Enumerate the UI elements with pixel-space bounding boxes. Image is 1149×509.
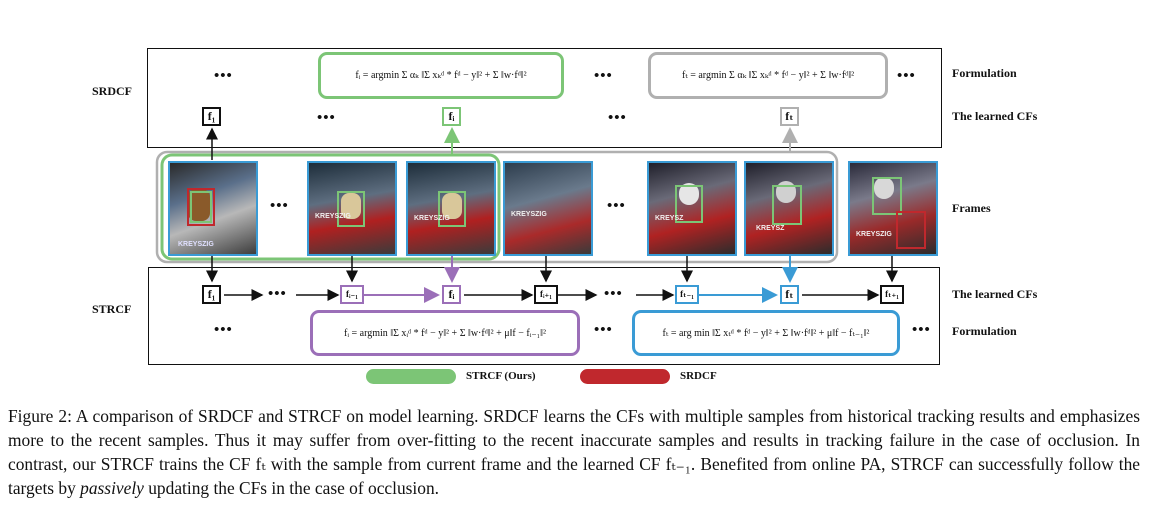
target-object: [341, 193, 361, 219]
strcf-cf-t-plus-1: fₜ₊₁: [880, 285, 904, 304]
legend-label-srdcf: SRDCF: [680, 370, 717, 382]
frame-text: KREYSZ: [655, 215, 684, 222]
strcf-cf-t: fₜ: [780, 285, 799, 304]
learned-cfs-label-bottom: The learned CFs: [952, 287, 1038, 301]
frame-text: KREYSZIG: [414, 215, 450, 222]
strcf-cf-i-plus-1: fᵢ₊₁: [534, 285, 558, 304]
frame-text: KREYSZIG: [315, 213, 351, 220]
box-green: [675, 185, 703, 223]
legend-label-strcf: STRCF (Ours): [466, 370, 536, 382]
ellipsis-strcf-1: •••: [268, 286, 287, 302]
target-object: [874, 177, 894, 199]
strcf-cf-1: f₁: [202, 285, 221, 304]
strcf-cf-i-minus-1: fᵢ₋₁: [340, 285, 364, 304]
box-red: [187, 188, 215, 226]
legend-swatch-srdcf: [580, 369, 670, 384]
srdcf-formula-gray: fₜ = argmin Σ αₖ ‖Σ xₖᵈ * fᵈ − y‖² + Σ ‖…: [648, 52, 888, 99]
frame-2: KREYSZIG: [307, 161, 397, 256]
frame-text: KREYSZ: [756, 225, 785, 232]
caption-text-1: Figure 2: A comparison of SRDCF and STRC…: [8, 406, 1140, 498]
box-green: [337, 191, 365, 227]
srdcf-cf-i: fᵢ: [442, 107, 461, 126]
frame-1: KREYSZIG: [168, 161, 258, 256]
box-green: [190, 191, 212, 223]
srdcf-label: SRDCF: [92, 84, 133, 98]
formulation-label-bottom: Formulation: [952, 324, 1017, 338]
srdcf-cf-t: fₜ: [780, 107, 799, 126]
frame-text: KREYSZIG: [511, 211, 547, 218]
frame-3: KREYSZIG: [406, 161, 496, 256]
ellipsis-strcf-5: •••: [912, 322, 931, 338]
box-green: [872, 177, 902, 215]
learned-cfs-label-top: The learned CFs: [952, 109, 1038, 123]
frame-5: KREYSZ: [647, 161, 737, 256]
frame-7: KREYSZIG: [848, 161, 938, 256]
ellipsis-srdcf-5: •••: [608, 110, 627, 126]
ellipsis-strcf-4: •••: [594, 322, 613, 338]
figure-caption: Figure 2: A comparison of SRDCF and STRC…: [8, 404, 1140, 500]
box-green: [772, 185, 802, 225]
ellipsis-strcf-2: •••: [604, 286, 623, 302]
frame-4: KREYSZIG: [503, 161, 593, 256]
formulation-label-top: Formulation: [952, 66, 1017, 80]
caption-italic: passively: [80, 478, 144, 498]
ellipsis-srdcf-3: •••: [897, 68, 916, 84]
frame-text: KREYSZIG: [856, 231, 892, 238]
ellipsis-srdcf-1: •••: [214, 68, 233, 84]
srdcf-formula-green: fᵢ = argmin Σ αₖ ‖Σ xₖᵈ * fᵈ − y‖² + Σ ‖…: [318, 52, 564, 99]
strcf-cf-t-minus-1: fₜ₋₁: [675, 285, 699, 304]
strcf-panel: [148, 267, 940, 365]
ellipsis-srdcf-2: •••: [594, 68, 613, 84]
strcf-formula-purple: fᵢ = argmin ‖Σ xᵢᵈ * fᵈ − y‖² + Σ ‖w·fᵈ‖…: [310, 310, 580, 356]
strcf-formula-blue: fₜ = arg min ‖Σ xₜᵈ * fᵈ − y‖² + Σ ‖w·fᵈ…: [632, 310, 900, 356]
ellipsis-frames-1: •••: [270, 198, 289, 214]
target-object: [679, 183, 699, 205]
legend-swatch-strcf: [366, 369, 456, 384]
srdcf-cf-1: f₁: [202, 107, 221, 126]
target-object: [188, 189, 210, 221]
ellipsis-frames-2: •••: [607, 198, 626, 214]
ellipsis-srdcf-4: •••: [317, 110, 336, 126]
srdcf-panel: [147, 48, 942, 148]
ellipsis-strcf-3: •••: [214, 322, 233, 338]
box-green: [438, 191, 466, 227]
target-object: [442, 193, 462, 219]
box-red: [896, 211, 926, 249]
strcf-cf-i: fᵢ: [442, 285, 461, 304]
frame-text: KREYSZIG: [178, 241, 214, 248]
caption-text-2: updating the CFs in the case of occlusio…: [143, 478, 439, 498]
frame-6: KREYSZ: [744, 161, 834, 256]
strcf-label: STRCF: [92, 302, 132, 316]
frames-label: Frames: [952, 201, 991, 215]
